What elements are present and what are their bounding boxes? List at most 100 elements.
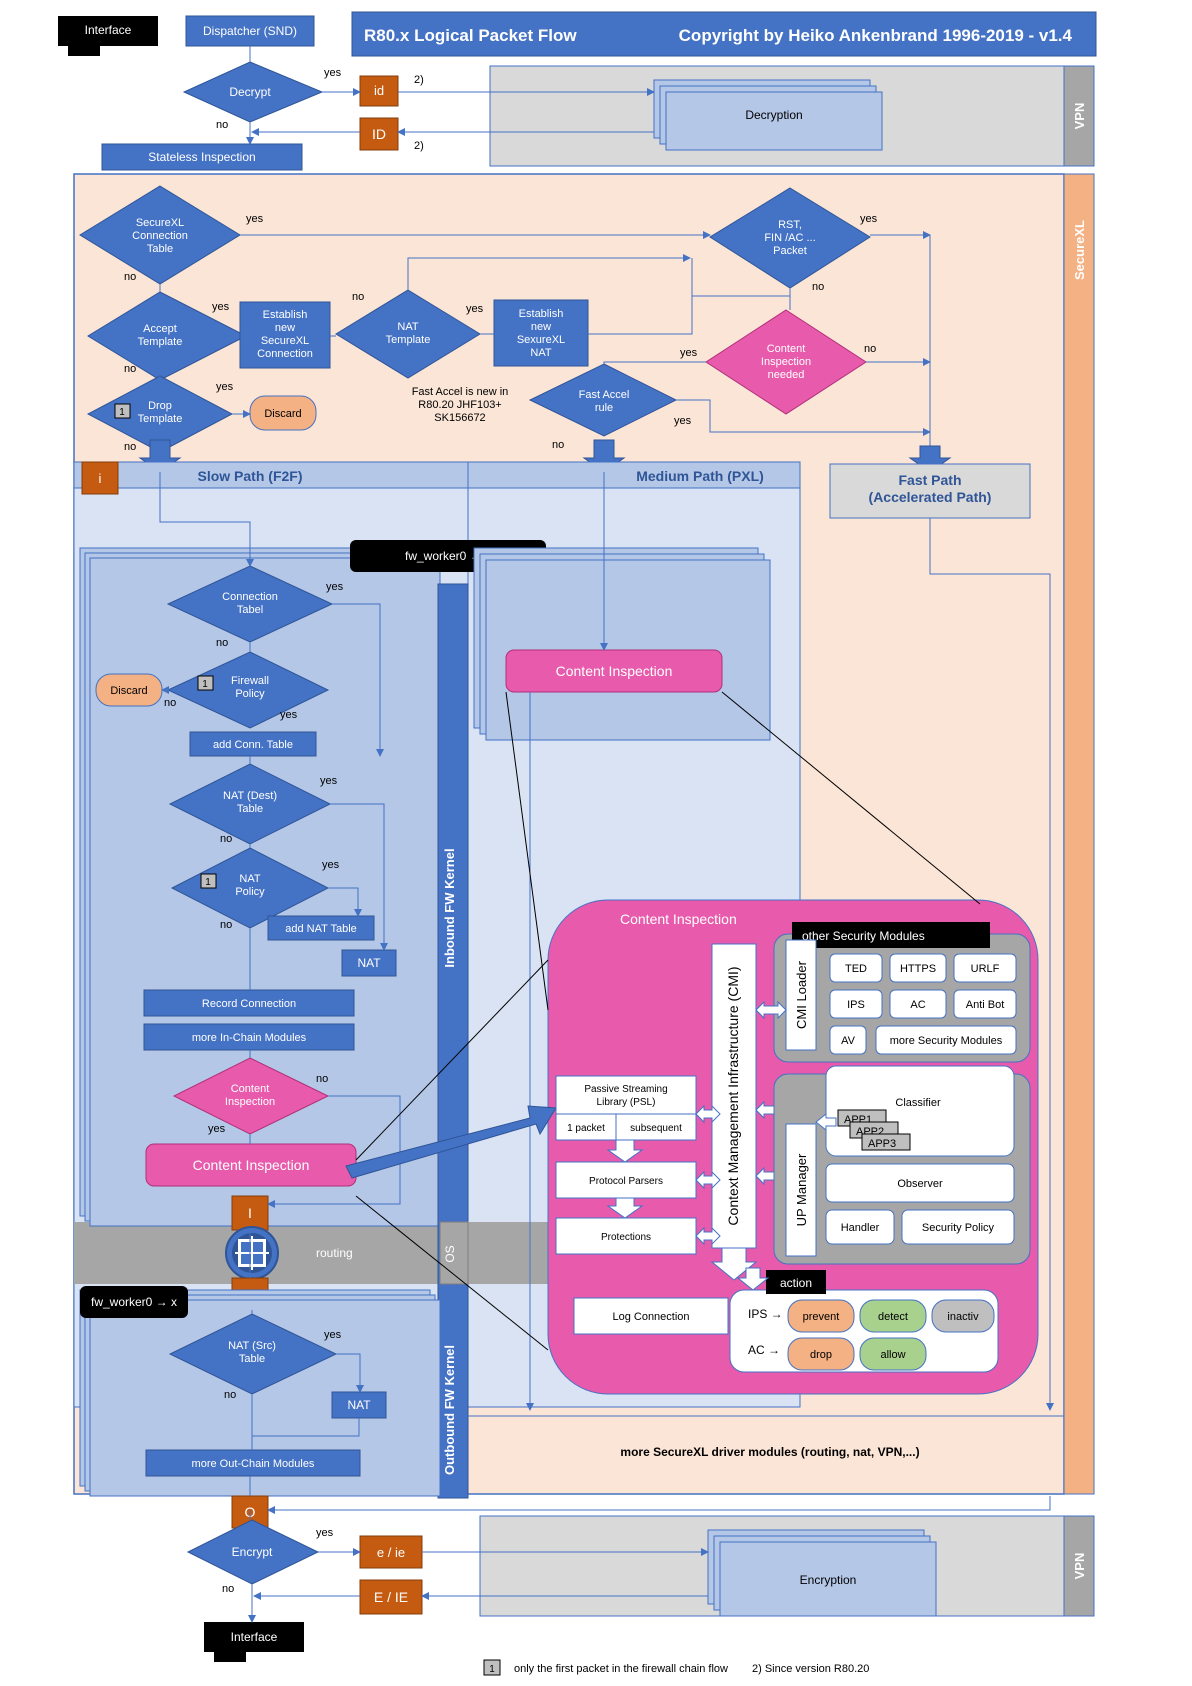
svg-text:yes: yes: [324, 1329, 342, 1341]
medium-path-title: Medium Path (PXL): [636, 468, 764, 484]
svg-text:AC: AC: [910, 999, 925, 1011]
svg-text:IPS →: IPS →: [748, 1307, 783, 1321]
dispatcher-box: [185, 15, 315, 47]
svg-text:no: no: [552, 439, 564, 451]
establish-conn-box: [239, 301, 331, 369]
svg-text:needed: needed: [768, 369, 805, 381]
svg-text:no: no: [352, 291, 364, 303]
module-more: [875, 1025, 1017, 1055]
action-allow: [859, 1337, 927, 1371]
svg-text:no: no: [124, 363, 136, 375]
svg-text:rule: rule: [595, 402, 613, 414]
svg-text:NAT: NAT: [397, 321, 418, 333]
one-packet-box: [555, 1113, 617, 1141]
svg-text:add NAT Table: add NAT Table: [285, 923, 357, 935]
security-policy-box: [901, 1209, 1015, 1245]
svg-text:1 packet: 1 packet: [567, 1123, 605, 1134]
svg-text:2): 2): [414, 74, 424, 86]
svg-text:Passive Streaming: Passive Streaming: [584, 1084, 667, 1095]
svg-text:Establish: Establish: [263, 309, 308, 321]
svg-text:prevent: prevent: [803, 1311, 840, 1323]
svg-text:Content: Content: [231, 1083, 270, 1095]
svg-text:Protocol Parsers: Protocol Parsers: [589, 1176, 663, 1187]
svg-text:yes: yes: [216, 381, 234, 393]
svg-text:Record Connection: Record Connection: [202, 998, 296, 1010]
ci-panel-title: Content Inspection: [620, 911, 737, 927]
legend-note2: 2) Since version R80.20: [752, 1663, 869, 1675]
up-manager-box: [785, 1123, 817, 1257]
svg-text:yes: yes: [326, 581, 344, 593]
svg-text:id: id: [374, 83, 384, 98]
svg-text:Tabel: Tabel: [237, 604, 263, 616]
svg-text:ID: ID: [372, 126, 386, 142]
more-securexl-modules: more SecureXL driver modules (routing, n…: [620, 1445, 919, 1459]
svg-text:no: no: [224, 1389, 236, 1401]
svg-text:(Accelerated Path): (Accelerated Path): [869, 489, 992, 505]
svg-text:NAT (Dest): NAT (Dest): [223, 790, 277, 802]
svg-text:new: new: [531, 321, 551, 333]
ci-zoom-arrow: [345, 1105, 557, 1179]
interface-top: [58, 16, 158, 46]
svg-text:no: no: [124, 441, 136, 453]
subsequent-box: [615, 1113, 697, 1141]
nat-inbound-box: [341, 949, 397, 977]
dispatcher-label: Dispatcher (SND): [203, 24, 297, 38]
record-connection: [143, 989, 355, 1017]
svg-text:R80.20 JHF103+: R80.20 JHF103+: [418, 399, 501, 411]
inbound-worker-label: fw_worker0 → x: [405, 549, 491, 563]
svg-text:detect: detect: [878, 1311, 908, 1323]
firewall-policy-diamond: [166, 651, 330, 729]
svg-text:subsequent: subsequent: [630, 1123, 682, 1134]
vpn-bottom-bar: [1063, 1515, 1095, 1617]
svg-text:more In-Chain Modules: more In-Chain Modules: [192, 1032, 307, 1044]
svg-text:Classifier: Classifier: [895, 1097, 941, 1109]
svg-text:1: 1: [119, 407, 125, 418]
outbound-worker-label-box: [80, 1286, 188, 1318]
nat-template-diamond: [335, 289, 481, 379]
svg-text:yes: yes: [208, 1123, 226, 1135]
svg-text:yes: yes: [322, 859, 340, 871]
svg-text:Connection: Connection: [132, 230, 188, 242]
module-ted: [829, 953, 883, 983]
svg-text:Table: Table: [237, 803, 263, 815]
fast-accel-diamond: [528, 363, 678, 437]
svg-text:inactiv: inactiv: [947, 1311, 979, 1323]
svg-text:Content Inspection: Content Inspection: [556, 663, 673, 679]
svg-text:AC →: AC →: [748, 1343, 780, 1357]
svg-text:yes: yes: [466, 303, 484, 315]
encryption-label: Encryption: [800, 1573, 857, 1587]
svg-text:Table: Table: [239, 1353, 265, 1365]
svg-text:E / IE: E / IE: [374, 1589, 408, 1605]
legend-marker: [483, 1659, 501, 1676]
add-nat-table: [267, 915, 375, 941]
svg-text:yes: yes: [280, 709, 298, 721]
copyright: Copyright by Heiko Ankenbrand 1996-2019 …: [679, 26, 1073, 45]
svg-text:Template: Template: [386, 334, 431, 346]
action-inactiv: [931, 1299, 995, 1333]
action-detect: [859, 1299, 927, 1333]
svg-text:1: 1: [205, 877, 211, 888]
svg-text:Template: Template: [138, 336, 183, 348]
svg-text:allow: allow: [880, 1349, 905, 1361]
decryption-box: [665, 91, 883, 151]
app3: [861, 1133, 911, 1151]
svg-text:Firewall: Firewall: [231, 675, 269, 687]
svg-text:e / ie: e / ie: [377, 1545, 405, 1560]
svg-text:yes: yes: [324, 67, 342, 79]
svg-text:add Conn. Table: add Conn. Table: [213, 739, 293, 751]
svg-text:Connection: Connection: [222, 591, 278, 603]
legend-note1: only the first packet in the firewall ch…: [514, 1663, 728, 1675]
svg-text:Interface: Interface: [231, 1630, 278, 1644]
svg-text:Encrypt: Encrypt: [232, 1545, 273, 1559]
svg-text:Inspection: Inspection: [225, 1096, 275, 1108]
svg-text:1: 1: [202, 679, 208, 690]
svg-text:1: 1: [489, 1664, 495, 1675]
svg-text:TED: TED: [845, 963, 867, 975]
ci-medium-box[interactable]: [505, 649, 723, 693]
svg-text:Policy: Policy: [235, 886, 265, 898]
kernel-bar: [437, 583, 469, 1499]
svg-text:2): 2): [414, 140, 424, 152]
svg-text:more Security Modules: more Security Modules: [890, 1035, 1003, 1047]
svg-text:RST,: RST,: [778, 219, 802, 231]
